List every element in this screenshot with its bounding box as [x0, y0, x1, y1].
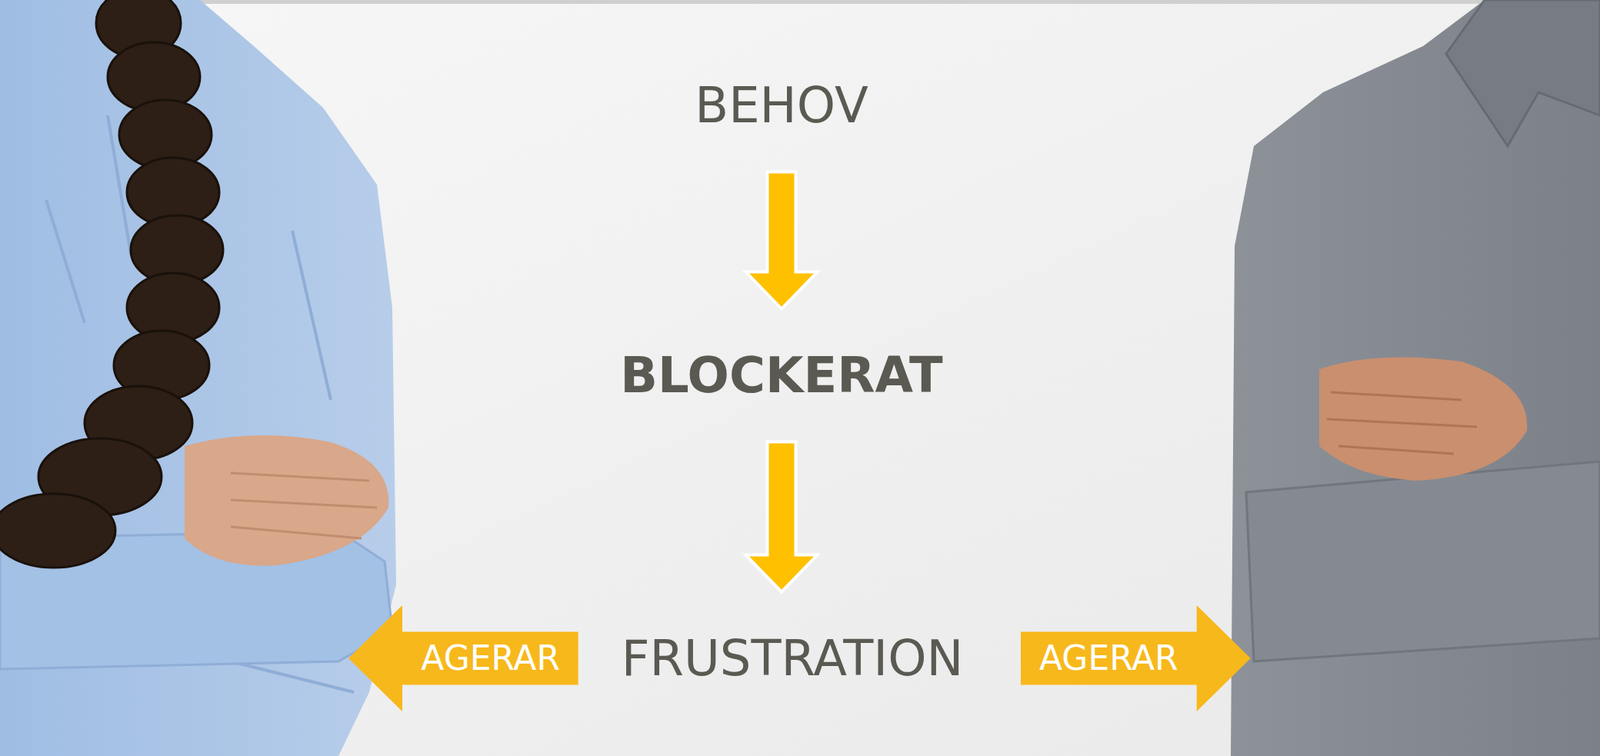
top-rule [0, 0, 1600, 4]
left-person [0, 0, 397, 756]
text-node: BLOCKERAT [609, 340, 954, 412]
arrow-outline [348, 605, 579, 712]
text-node: BEHOV [683, 70, 880, 142]
arrow-outline [1020, 605, 1251, 712]
right-person [1230, 0, 1600, 756]
arrow-shape-node: AGERAR [348, 605, 579, 712]
arrow-shape-node: AGERAR [1020, 605, 1251, 712]
node-text: AGERAR [1039, 638, 1179, 680]
node-text: FRUSTRATION [621, 630, 964, 687]
node-text: AGERAR [420, 638, 560, 680]
block-arrow-connector [746, 171, 818, 309]
text-node: FRUSTRATION [610, 623, 975, 695]
node-text: BEHOV [694, 76, 869, 134]
block-arrow-connector [746, 441, 818, 592]
node-text: BLOCKERAT [620, 346, 943, 404]
